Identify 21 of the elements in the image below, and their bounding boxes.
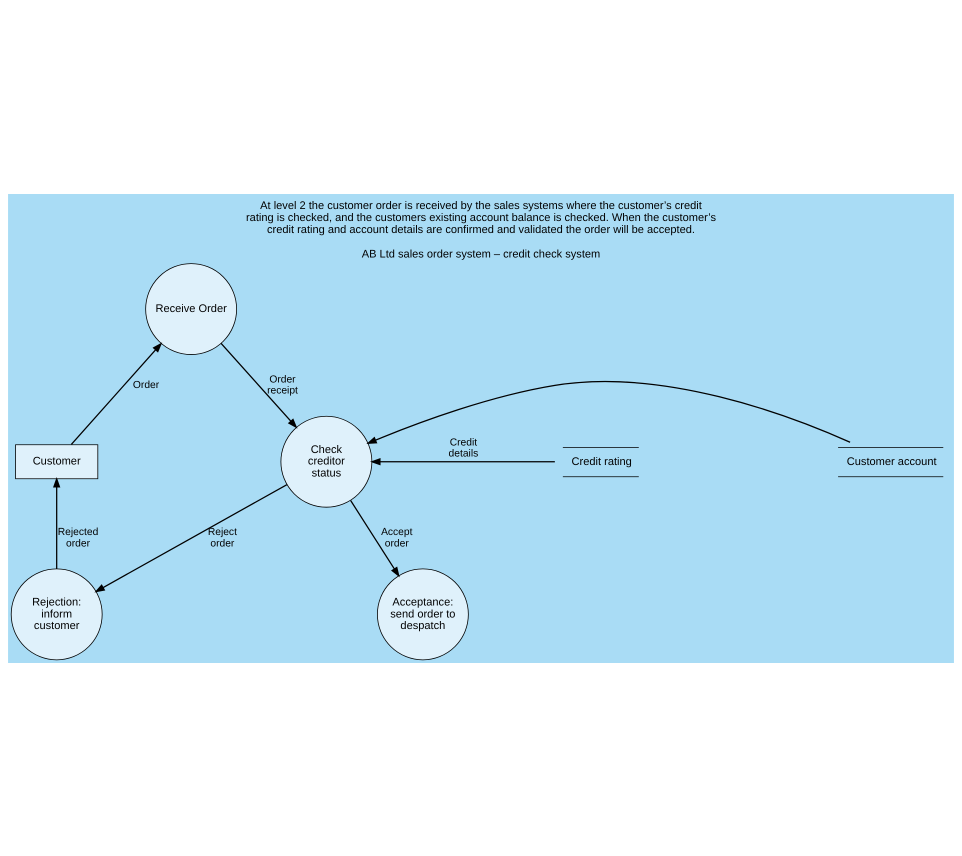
edge-label: Order [132,380,160,391]
arrow [220,342,298,428]
edge-label: Reject order [208,526,237,549]
node-box: Customer [15,444,98,479]
edge-label: Order receipt [267,374,298,396]
edge-label: Rejected order [58,526,98,549]
node-circle: Rejection: inform customer [10,568,103,660]
arrow [366,380,850,444]
arrow [370,458,555,465]
arrow [94,484,288,592]
node-text: Customer account [846,456,937,468]
edge-label: Credit details [448,436,478,459]
diagram-title: AB Ltd sales order system – credit check system [362,248,600,260]
edge-label: Accept order [381,526,412,549]
arrow [53,476,60,568]
arrow [70,342,162,444]
node-text: Credit rating [572,456,632,468]
node-circle: Check creditor status [280,415,372,508]
arrow [350,500,400,577]
node-circle: Acceptance: send order to despatch [377,568,469,660]
caption: At level 2 the customer order is received by the sales systems where the customer’s credit rating is checked, and the customers existing account balance is checked. When the customer’s credit rating and account details are confirmed and validated the order will be accepted. [246,200,716,236]
